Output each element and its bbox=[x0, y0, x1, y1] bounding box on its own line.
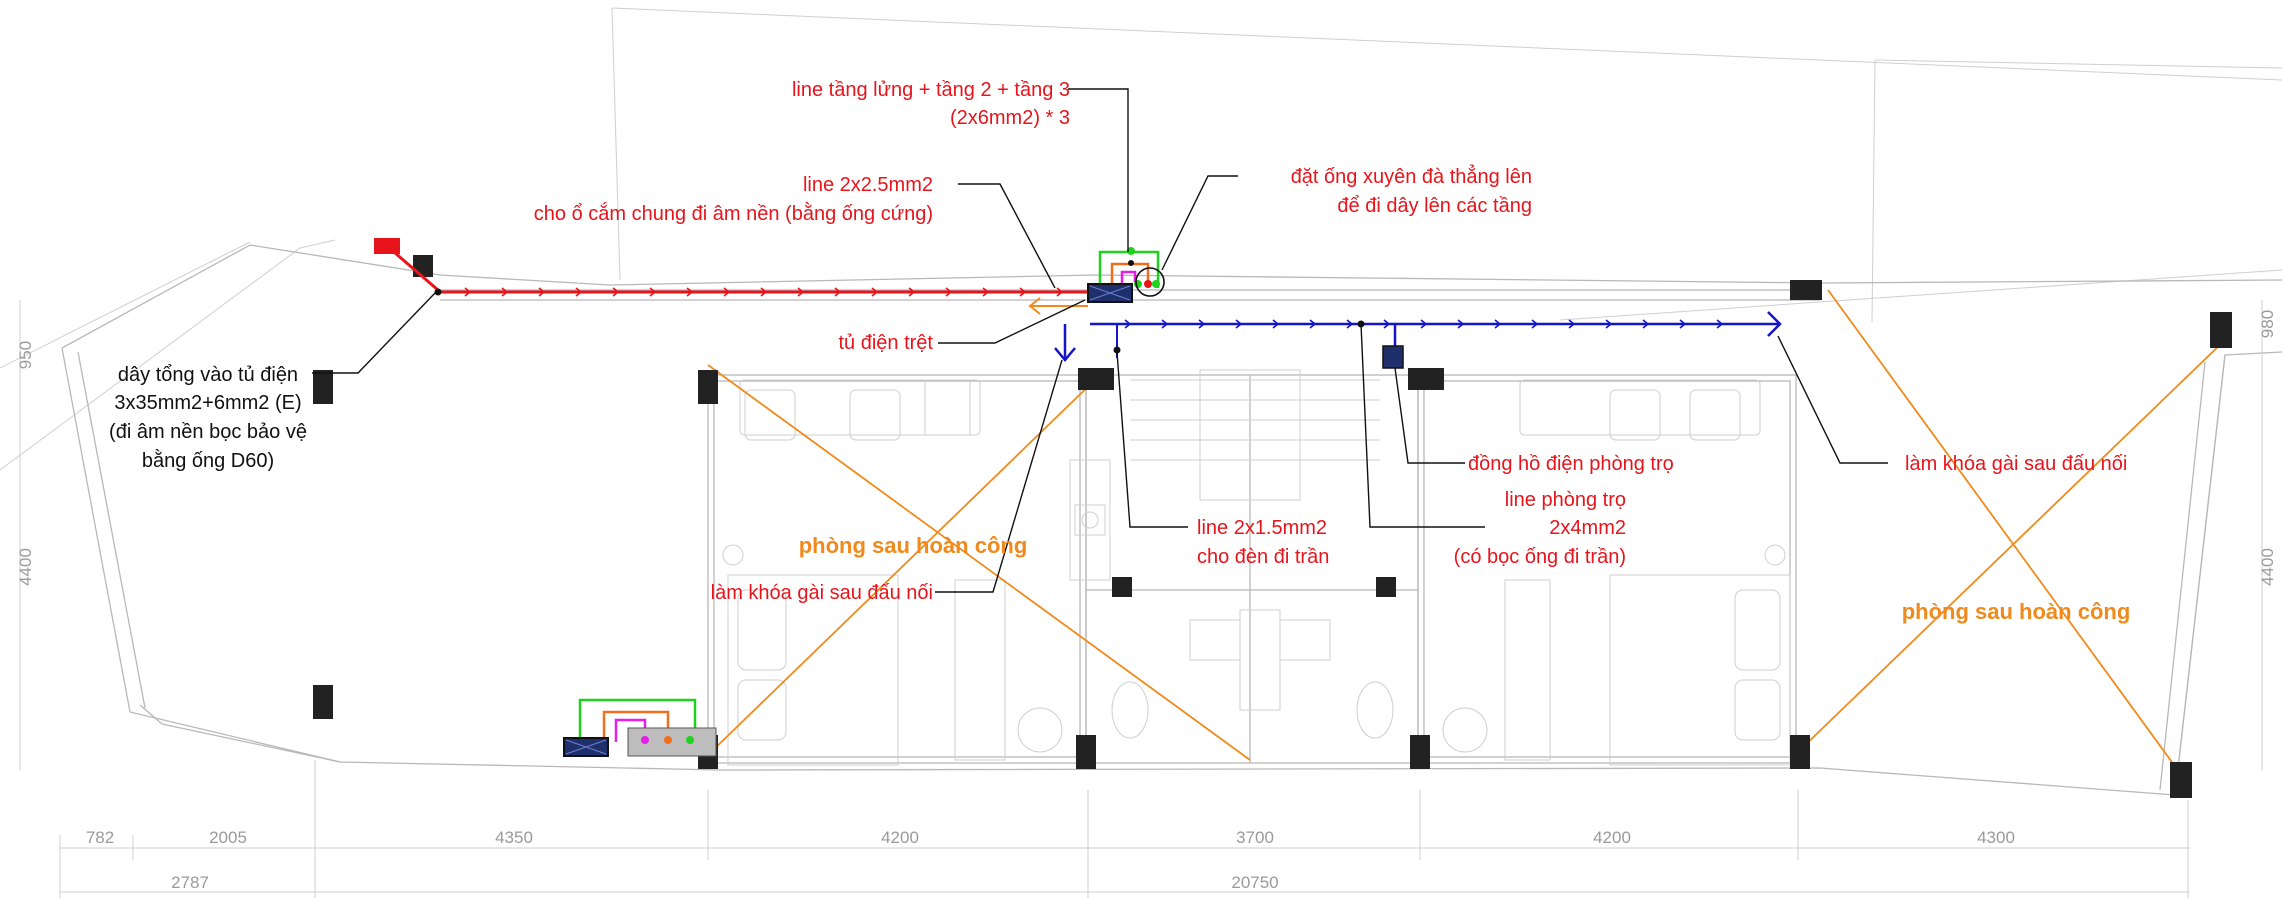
column-marker bbox=[1076, 735, 1096, 769]
dim-row1-7: 4300 bbox=[1977, 828, 2015, 847]
dim-row1-6: 4200 bbox=[1593, 828, 1631, 847]
dim-row2-2: 20750 bbox=[1231, 873, 1278, 892]
room-line-arrow bbox=[1679, 319, 1687, 329]
room-marks bbox=[707, 289, 2226, 781]
dimension-lines: 782 2005 4350 4200 3700 4200 4300 2787 2… bbox=[16, 300, 2277, 898]
site-outline bbox=[0, 7, 2282, 471]
annotation-main-cable-size: 3x35mm2+6mm2 (E) bbox=[114, 392, 301, 414]
annotation-light-desc: cho đèn đi trần bbox=[1197, 546, 1329, 568]
column-marker bbox=[313, 370, 333, 404]
annotation-room-line: line phòng trọ bbox=[1505, 489, 1626, 511]
room-line-arrow bbox=[1568, 319, 1576, 329]
room-line-arrow bbox=[1494, 319, 1502, 329]
dim-side-right-top: 980 bbox=[2258, 310, 2277, 338]
annotation-main-cable-pipe: bằng ống D60) bbox=[142, 449, 274, 472]
furniture bbox=[722, 369, 1791, 766]
dim-row1-3: 4350 bbox=[495, 828, 533, 847]
leader-lines bbox=[312, 88, 1888, 593]
column-marker bbox=[2210, 312, 2232, 348]
socket-line-arrow bbox=[945, 287, 953, 297]
room-label-left: phòng sau hoàn công bbox=[799, 533, 1028, 558]
socket-line-arrow bbox=[649, 287, 657, 297]
annotation-upper-floors-line: line tầng lửng + tầng 2 + tầng 3 bbox=[792, 79, 1070, 101]
dim-row1-5: 3700 bbox=[1236, 828, 1274, 847]
room-line-arrow bbox=[1457, 319, 1465, 329]
dim-row1-1: 782 bbox=[86, 828, 114, 847]
annotation-lock-right: làm khóa gài sau đấu nối bbox=[1905, 453, 2127, 475]
room-line-arrow bbox=[1161, 319, 1169, 329]
column-marker bbox=[698, 370, 718, 404]
room-line-arrow bbox=[1716, 319, 1724, 329]
meter-box bbox=[1382, 345, 1404, 369]
socket-line-arrow bbox=[908, 287, 916, 297]
column-marker bbox=[1112, 577, 1132, 597]
annotation-light-line: line 2x1.5mm2 bbox=[1197, 517, 1327, 539]
socket-line bbox=[374, 238, 1090, 296]
room-mark-left-a bbox=[707, 364, 1251, 761]
annotation-lock-left: làm khóa gài sau đấu nối bbox=[711, 582, 933, 604]
column-marker bbox=[1376, 577, 1396, 597]
room-line-arrow bbox=[1605, 319, 1613, 329]
annotations: line tầng lửng + tầng 2 + tầng 3 (2x6mm2… bbox=[109, 79, 2130, 624]
socket-line-arrow bbox=[501, 287, 509, 297]
room-line-arrow bbox=[1346, 319, 1354, 329]
room-line-arrow bbox=[1309, 319, 1317, 329]
socket-line-arrow bbox=[1056, 287, 1064, 297]
room-label-right: phòng sau hoàn công bbox=[1902, 599, 2131, 624]
dim-row1-2: 2005 bbox=[209, 828, 247, 847]
column-marker bbox=[1410, 735, 1430, 769]
panel-risers bbox=[1028, 247, 1165, 315]
socket-line-arrow bbox=[538, 287, 546, 297]
annotation-socket-line: line 2x2.5mm2 bbox=[803, 174, 933, 196]
socket-line-arrow bbox=[723, 287, 731, 297]
room-line-arrow bbox=[1235, 319, 1243, 329]
room-mark-right-a bbox=[1827, 289, 2186, 781]
room-line-arrow bbox=[1198, 319, 1206, 329]
room-line-arrow bbox=[1531, 319, 1539, 329]
annotation-pipe-purpose: để đi dây lên các tầng bbox=[1337, 195, 1532, 217]
socket-line-arrow bbox=[612, 287, 620, 297]
room-line-arrow bbox=[1420, 319, 1428, 329]
column-marker bbox=[1408, 368, 1444, 390]
annotation-panel: tủ điện trệt bbox=[838, 332, 933, 354]
annotation-socket-desc: cho ổ cắm chung đi âm nền (bằng ống cứng… bbox=[534, 202, 933, 225]
annotation-upper-floors-size: (2x6mm2) * 3 bbox=[950, 107, 1070, 129]
column-marker bbox=[2170, 762, 2192, 798]
annotation-meter: đồng hồ điện phòng trọ bbox=[1468, 453, 1674, 475]
secondary-panel bbox=[563, 698, 717, 757]
annotation-pipe-through-beam: đặt ống xuyên đà thẳng lên bbox=[1291, 164, 1532, 188]
annotation-room-line-desc: (có bọc ống đi trần) bbox=[1454, 546, 1626, 568]
building-outline bbox=[61, 244, 2282, 796]
column-marker bbox=[1790, 280, 1822, 300]
column-marker bbox=[1078, 368, 1114, 390]
dim-side-left-top: 950 bbox=[16, 341, 35, 369]
dim-row2-1: 2787 bbox=[171, 873, 209, 892]
dim-row1-4: 4200 bbox=[881, 828, 919, 847]
socket-line-arrow bbox=[1019, 287, 1027, 297]
socket-line-arrow bbox=[464, 287, 472, 297]
socket-line-arrow bbox=[982, 287, 990, 297]
room-mark-right-b bbox=[1799, 339, 2226, 751]
dim-side-right: 4400 bbox=[2258, 548, 2277, 586]
annotation-main-cable: dây tổng vào tủ điện bbox=[118, 364, 298, 386]
dim-side-left: 4400 bbox=[16, 548, 35, 586]
socket-line-arrow bbox=[834, 287, 842, 297]
room-line-arrow bbox=[1272, 319, 1280, 329]
room-line-arrow bbox=[1642, 319, 1650, 329]
annotation-room-line-size: 2x4mm2 bbox=[1549, 517, 1626, 539]
column-marker bbox=[413, 255, 433, 277]
room-mark-left-b bbox=[707, 374, 1101, 756]
room-line-arrow bbox=[1383, 319, 1391, 329]
socket-line-arrow bbox=[871, 287, 879, 297]
column-marker bbox=[313, 685, 333, 719]
room-line-arrow bbox=[1124, 319, 1132, 329]
socket-line-arrow bbox=[575, 287, 583, 297]
column-marker bbox=[1790, 735, 1810, 769]
socket-line-arrow bbox=[760, 287, 768, 297]
socket-line-arrow bbox=[797, 287, 805, 297]
socket-line-arrow bbox=[686, 287, 694, 297]
annotation-main-cable-note: (đi âm nền bọc bảo vệ bbox=[109, 421, 307, 443]
